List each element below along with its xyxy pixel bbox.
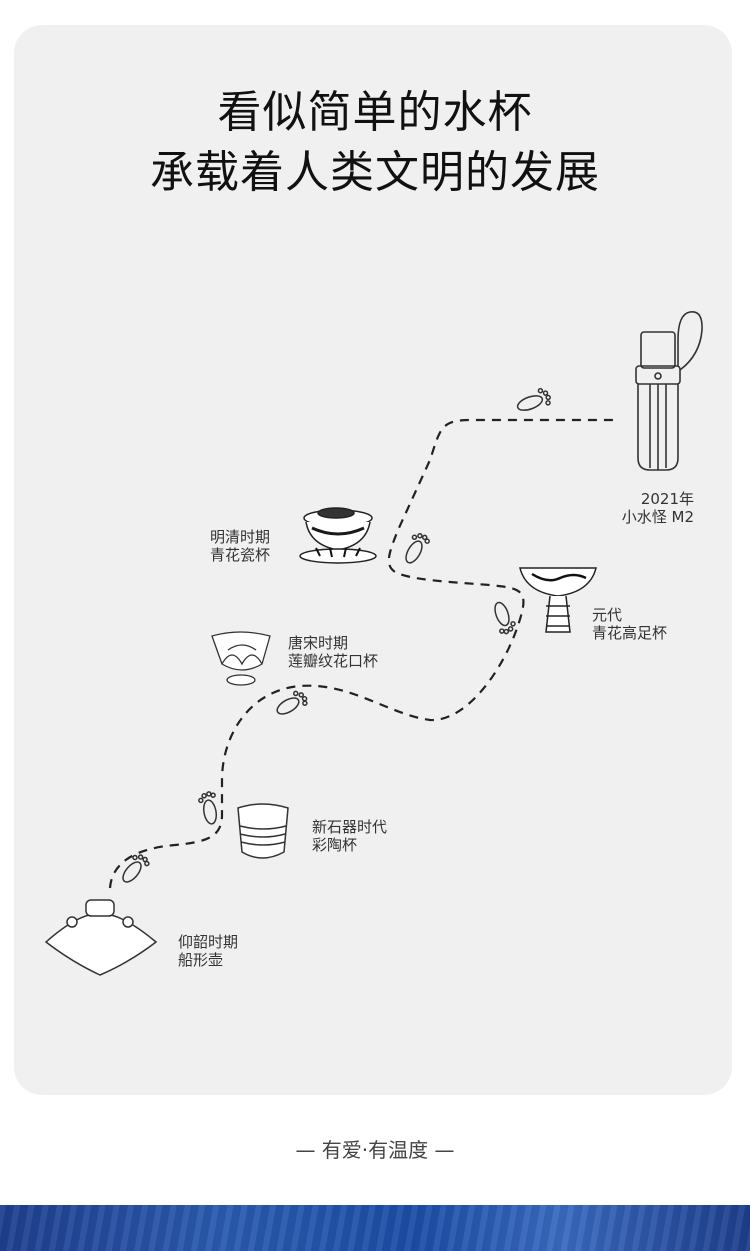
milestone-yuan: 元代 青花高足杯 <box>592 606 668 642</box>
milestone-yangshao: 仰韶时期 船形壶 <box>178 933 239 969</box>
timeline-illustration <box>44 311 703 976</box>
footprint-icon <box>122 387 551 883</box>
lotus-cup-icon <box>211 631 271 686</box>
stem-cup-icon <box>519 567 597 633</box>
timeline-dashed-path <box>108 418 615 889</box>
bottom-blue-band <box>0 1205 750 1251</box>
footer-slogan: — 有爱·有温度 — <box>295 1138 455 1162</box>
headline-line-1: 看似简单的水杯 <box>217 87 533 138</box>
water-bottle-icon <box>635 311 703 471</box>
boat-pot-icon <box>44 899 158 976</box>
pottery-cup-icon <box>237 803 289 859</box>
blue-white-cup-icon <box>299 507 377 564</box>
milestone-neolithic: 新石器时代 彩陶杯 <box>312 818 388 854</box>
milestone-2021: 2021年 小水怪 M2 <box>621 490 694 526</box>
milestone-ming-qing: 明清时期 青花瓷杯 <box>210 528 271 564</box>
headline-line-2: 承载着人类文明的发展 <box>150 147 600 198</box>
content-card <box>14 25 732 1095</box>
milestone-tang-song: 唐宋时期 莲瓣纹花口杯 <box>288 634 379 670</box>
